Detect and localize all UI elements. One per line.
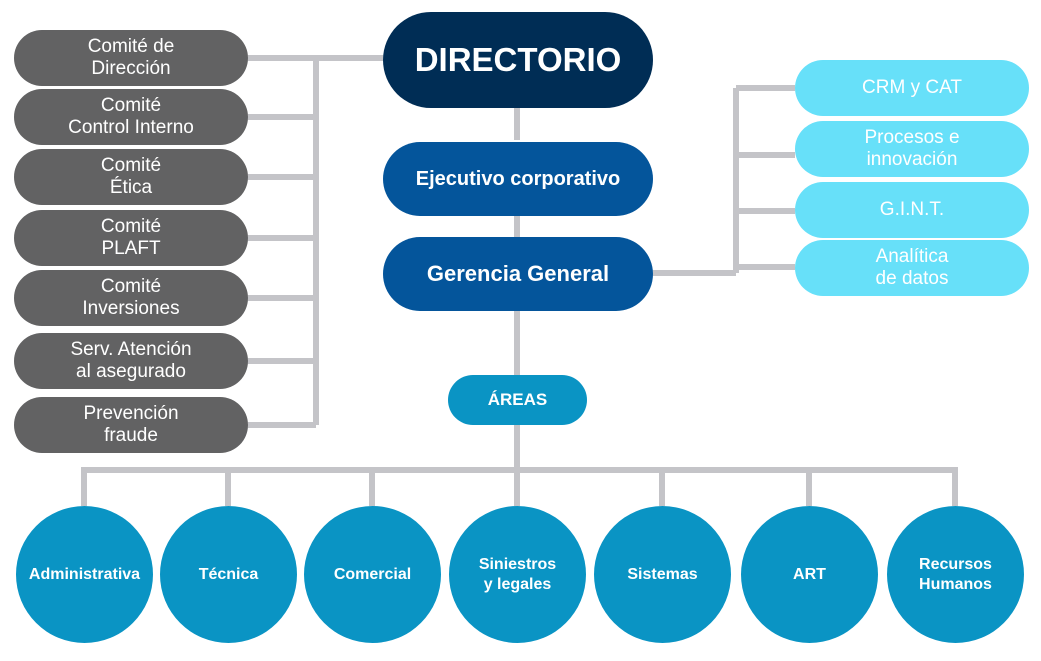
area-sistemas: Sistemas — [594, 506, 731, 643]
unit-procesos-innovacion: Procesos e innovación — [795, 121, 1029, 177]
committee-prevencion-fraude: Prevención fraude — [14, 397, 248, 453]
committee-plaft: Comité PLAFT — [14, 210, 248, 266]
gerencia-general-node: Gerencia General — [383, 237, 653, 311]
ejecutivo-corporativo-node: Ejecutivo corporativo — [383, 142, 653, 216]
committee-direccion: Comité de Dirección — [14, 30, 248, 86]
area-art: ART — [741, 506, 878, 643]
unit-analitica-datos: Analítica de datos — [795, 240, 1029, 296]
area-tecnica: Técnica — [160, 506, 297, 643]
unit-gint: G.I.N.T. — [795, 182, 1029, 238]
area-siniestros-legales: Siniestros y legales — [449, 506, 586, 643]
committee-atencion-asegurado: Serv. Atención al asegurado — [14, 333, 248, 389]
area-administrativa: Administrativa — [16, 506, 153, 643]
areas-label: ÁREAS — [448, 375, 587, 425]
committee-inversiones: Comité Inversiones — [14, 270, 248, 326]
committee-etica: Comité Ética — [14, 149, 248, 205]
area-recursos-humanos: Recursos Humanos — [887, 506, 1024, 643]
directorio-node: DIRECTORIO — [383, 12, 653, 108]
unit-crm-cat: CRM y CAT — [795, 60, 1029, 116]
area-comercial: Comercial — [304, 506, 441, 643]
committee-control-interno: Comité Control Interno — [14, 89, 248, 145]
